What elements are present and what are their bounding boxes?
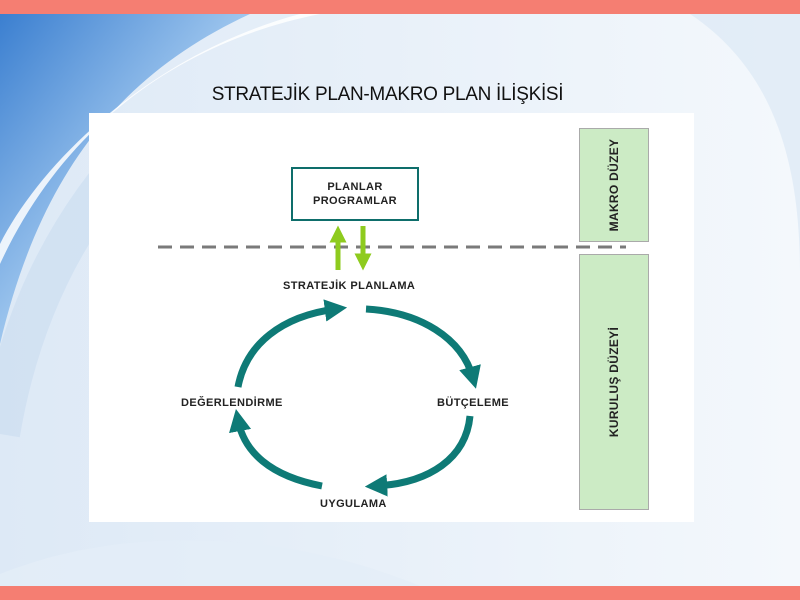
strategic-planning-label: STRATEJİK PLANLAMA	[283, 280, 416, 292]
slide-title: STRATEJİK PLAN-MAKRO PLAN İLİŞKİSİ	[211, 84, 564, 105]
plans-programs-box: PLANLAR PROGRAMLAR	[291, 167, 419, 221]
plans-label: PLANLAR	[327, 181, 383, 193]
evaluation-label: DEĞERLENDİRME	[181, 397, 283, 409]
programs-label: PROGRAMLAR	[312, 195, 398, 207]
macro-level-box: MAKRO DÜZEY	[579, 128, 649, 242]
top-accent-bar	[0, 0, 800, 14]
organization-level-label: KURULUŞ DÜZEYİ	[607, 326, 621, 438]
implementation-label: UYGULAMA	[320, 498, 387, 510]
macro-level-label: MAKRO DÜZEY	[607, 138, 621, 232]
bottom-accent-bar	[0, 586, 800, 600]
organization-level-box: KURULUŞ DÜZEYİ	[579, 254, 649, 510]
budgeting-label: BÜTÇELEME	[437, 397, 510, 409]
